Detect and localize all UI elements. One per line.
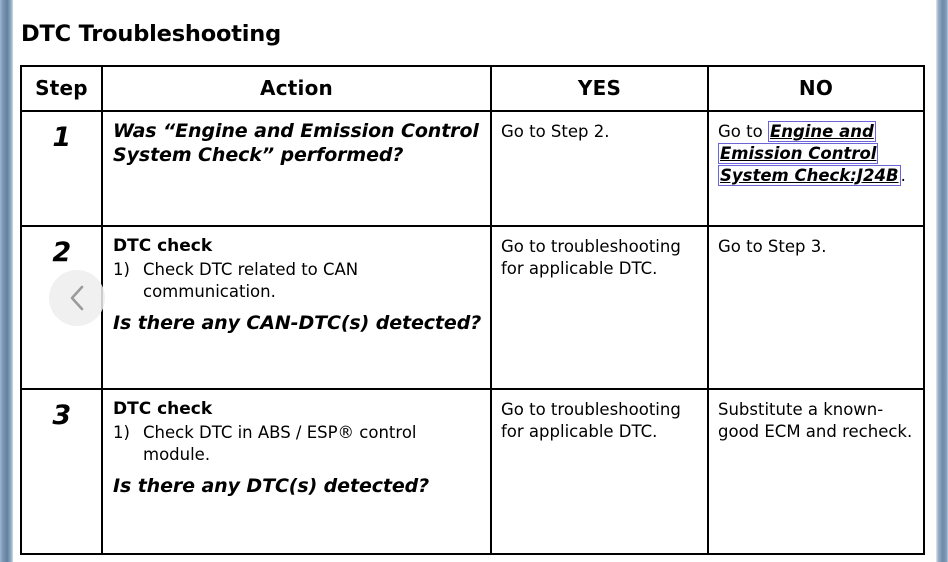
no-cell: Substitute a known-good ECM and recheck.	[707, 388, 925, 555]
action-cell: DTC check 1) Check DTC related to CAN co…	[101, 225, 492, 390]
action-heading: DTC check	[113, 236, 213, 256]
yes-cell: Go to troubleshooting for applicable DTC…	[490, 225, 709, 390]
table-header-row: Step Action YES NO	[20, 65, 925, 112]
column-header-step: Step	[20, 65, 103, 112]
column-header-action: Action	[101, 65, 492, 112]
action-question: Was “Engine and Emission Control System …	[113, 120, 479, 166]
action-question: Is there any CAN-DTC(s) detected?	[113, 311, 482, 334]
action-list-text: Check DTC in ABS / ESP® control module.	[143, 423, 417, 464]
action-question: Is there any DTC(s) detected?	[113, 474, 430, 497]
table-row: 2 DTC check 1) Check DTC related to CAN …	[20, 225, 925, 390]
no-cell: Go to Step 3.	[707, 225, 925, 390]
step-number: 3	[20, 388, 103, 555]
column-header-yes: YES	[490, 65, 709, 112]
back-button[interactable]	[49, 270, 105, 326]
action-list-number: 1)	[113, 260, 130, 280]
yes-cell: Go to troubleshooting for applicable DTC…	[490, 388, 709, 555]
left-scroll-strip[interactable]	[0, 0, 17, 562]
action-list-text: Check DTC related to CAN communication.	[143, 260, 359, 301]
action-cell: DTC check 1) Check DTC in ABS / ESP® con…	[101, 388, 492, 555]
document-content: DTC Troubleshooting Step Action YES NO 1	[13, 0, 936, 562]
action-list-item: 1) Check DTC in ABS / ESP® control modul…	[113, 422, 482, 465]
action-list-number: 1)	[113, 423, 130, 443]
yes-cell: Go to Step 2.	[490, 110, 709, 227]
dtc-troubleshooting-table: Step Action YES NO 1 Was “Engine and Emi…	[20, 65, 925, 555]
no-cell-prefix: Go to	[718, 122, 768, 141]
step-number: 1	[20, 110, 103, 227]
no-cell: Go to Engine and Emission Control System…	[707, 110, 925, 227]
table-row: 1 Was “Engine and Emission Control Syste…	[20, 110, 925, 227]
page-title: DTC Troubleshooting	[21, 21, 282, 47]
action-list-item: 1) Check DTC related to CAN communicatio…	[113, 259, 482, 302]
no-cell-suffix: .	[900, 165, 906, 185]
engine-emission-control-system-check-link[interactable]: Engine and Emission Control System Check…	[718, 121, 901, 186]
column-header-no: NO	[707, 65, 925, 112]
action-cell: Was “Engine and Emission Control System …	[101, 110, 492, 227]
action-heading: DTC check	[113, 399, 213, 419]
table-row: 3 DTC check 1) Check DTC in ABS / ESP® c…	[20, 388, 925, 555]
chevron-left-icon	[66, 283, 88, 313]
right-scroll-strip[interactable]	[936, 0, 948, 562]
